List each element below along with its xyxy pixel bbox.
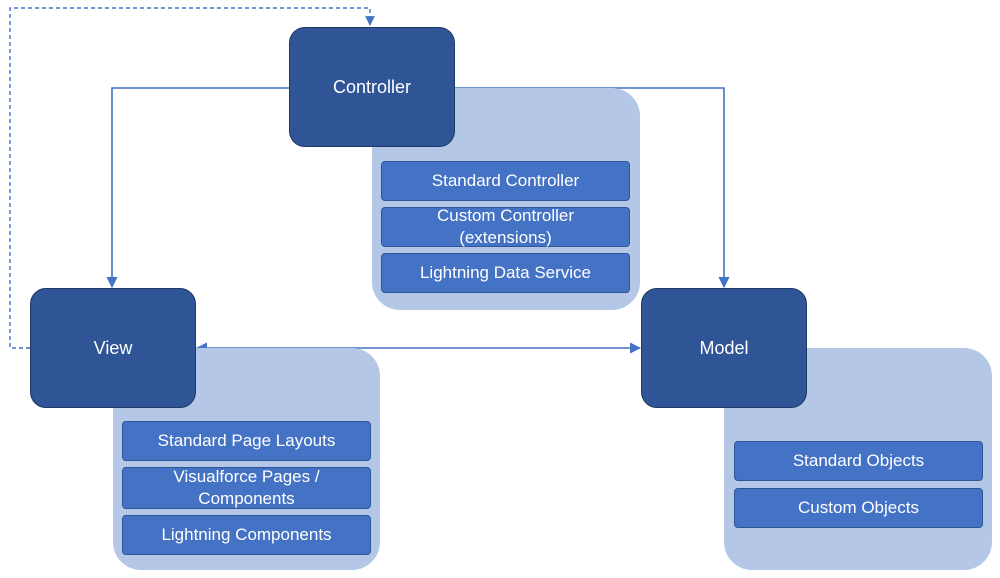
controller-box: Controller bbox=[289, 27, 455, 147]
view-item-lightning-components: Lightning Components bbox=[122, 515, 371, 555]
view-item-visualforce-pages: Visualforce Pages / Components bbox=[122, 467, 371, 509]
controller-item-custom-controller: Custom Controller (extensions) bbox=[381, 206, 630, 247]
controller-item-lightning-data-service: Lightning Data Service bbox=[381, 253, 630, 293]
arrow-controller-to-view bbox=[106, 87, 289, 289]
view-box: View bbox=[30, 288, 196, 408]
model-box: Model bbox=[641, 288, 807, 408]
model-item-standard-objects: Standard Objects bbox=[734, 441, 983, 481]
controller-item-standard-controller: Standard Controller bbox=[381, 161, 630, 201]
view-item-standard-page-layouts: Standard Page Layouts bbox=[122, 421, 371, 461]
arrow-view-to-controller-dashed bbox=[9, 7, 375, 349]
model-item-custom-objects: Custom Objects bbox=[734, 488, 983, 528]
